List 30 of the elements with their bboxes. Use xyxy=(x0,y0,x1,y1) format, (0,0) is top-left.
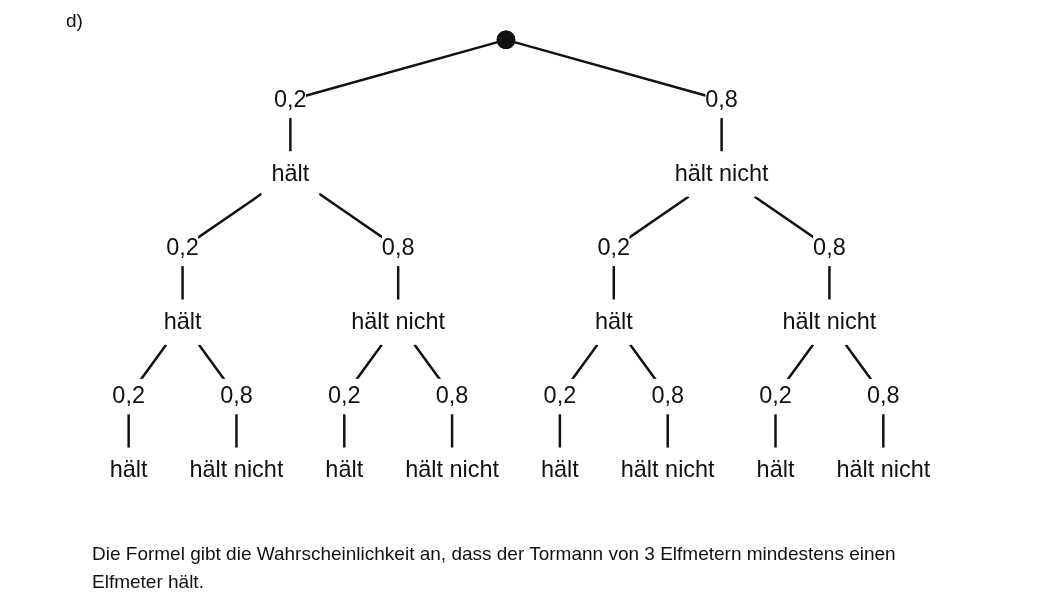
node-text: hält xyxy=(271,160,310,187)
edge-label: 0,2 xyxy=(274,86,307,113)
caption-text: Die Formel gibt die Wahrscheinlichkeit an, dass der Tormann von 3 Elfmetern mindestens einen Elfmeter hält. xyxy=(92,542,897,594)
edge-label: 0,2 xyxy=(166,234,199,261)
node-text: hält nicht xyxy=(351,308,446,335)
node-text: hält xyxy=(756,456,795,483)
edge-label: 0,8 xyxy=(220,382,253,409)
node-text: hält nicht xyxy=(620,456,715,483)
node-text: hält xyxy=(163,308,202,335)
node-text: hält nicht xyxy=(405,456,500,483)
edge-label: 0,2 xyxy=(597,234,631,261)
edge-label: 0,2 xyxy=(759,382,792,409)
edge-label: 0,8 xyxy=(705,86,738,113)
node-text: hält nicht xyxy=(782,308,877,335)
edge-label: 0,8 xyxy=(651,382,685,409)
part-label: d) xyxy=(66,10,83,32)
edge-label: 0,2 xyxy=(543,382,577,409)
node-text: hält xyxy=(325,456,364,483)
edge-label: 0,8 xyxy=(813,234,846,261)
edge-label: 0,2 xyxy=(327,382,361,409)
edge-label: 0,8 xyxy=(435,382,469,409)
edge-label: 0,8 xyxy=(867,382,900,409)
node-text: hält xyxy=(109,456,148,483)
node-text: hält xyxy=(540,456,579,483)
edge-label: 0,2 xyxy=(112,382,145,409)
node-text: hält xyxy=(594,308,633,335)
node-text: hält nicht xyxy=(189,456,284,483)
node-text: hält nicht xyxy=(836,456,931,483)
edge-label: 0,8 xyxy=(381,234,415,261)
node-text: hält nicht xyxy=(674,160,769,187)
